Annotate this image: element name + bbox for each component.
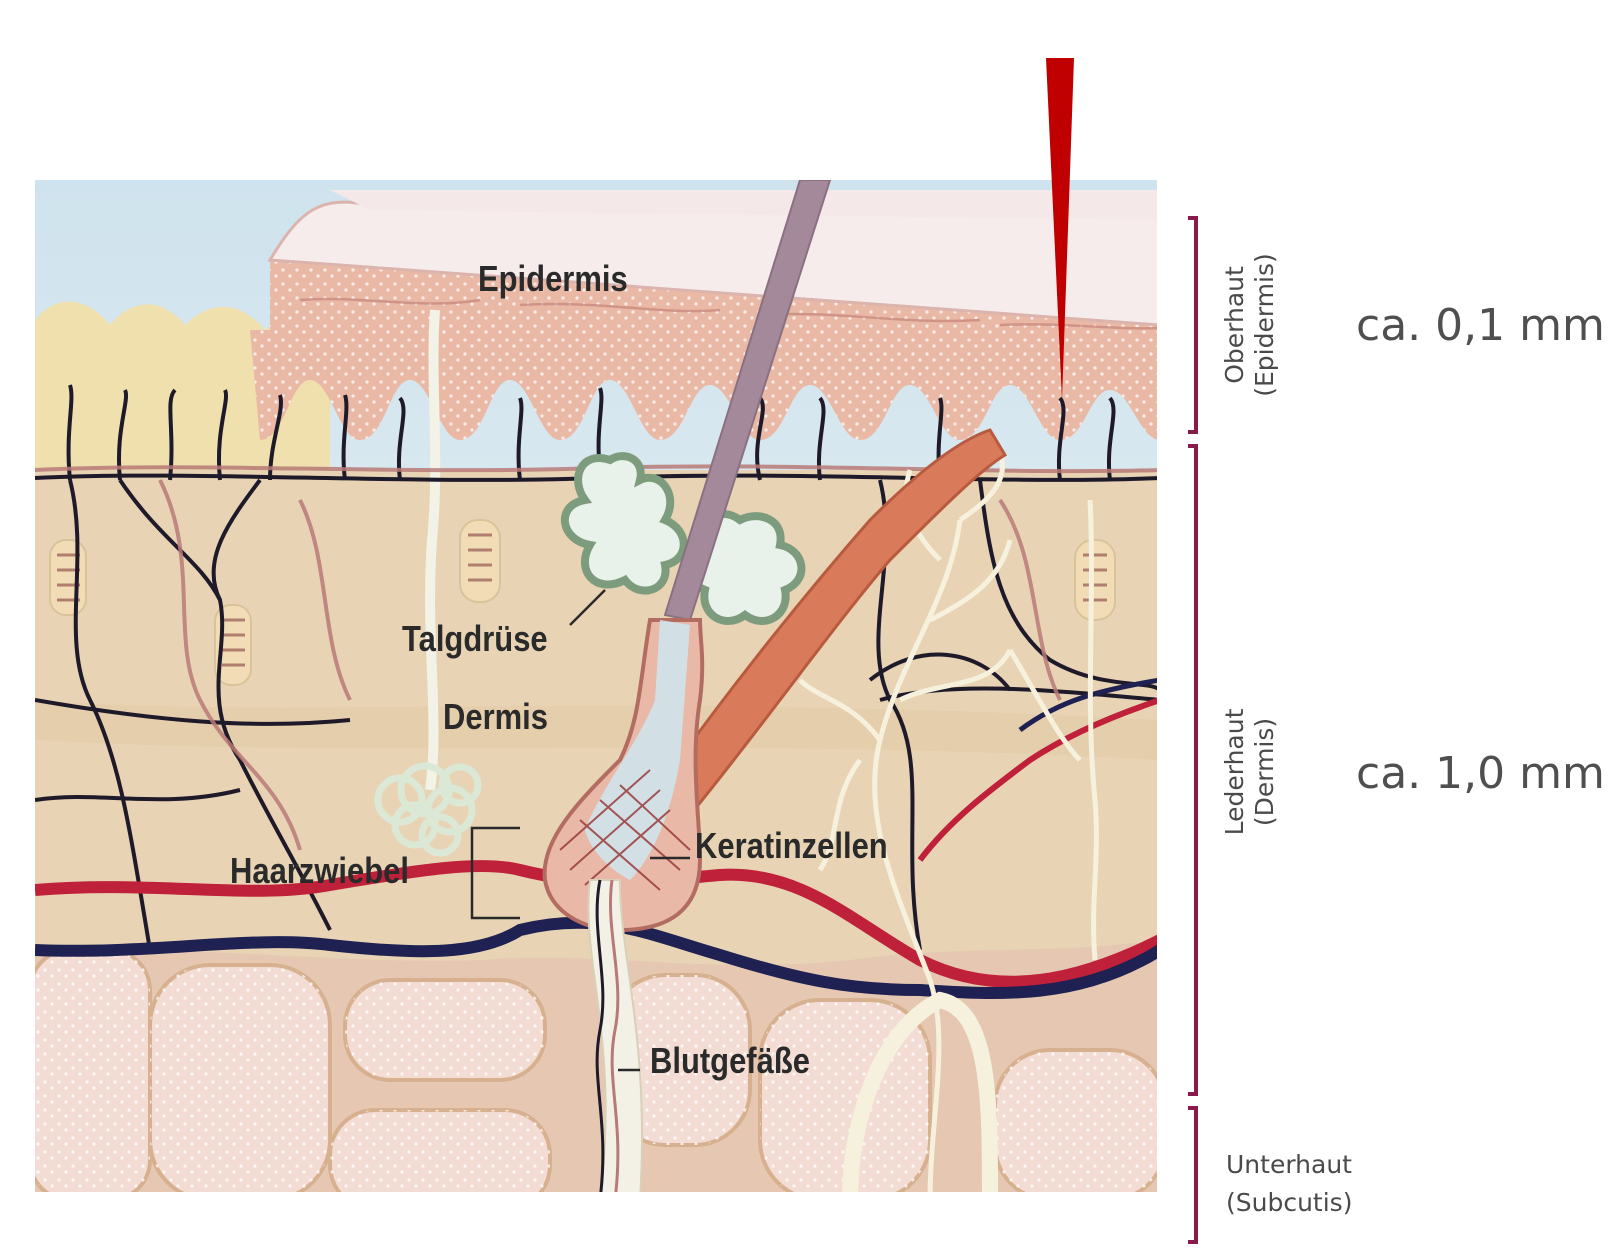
- label-leader-lines: [470, 589, 690, 1072]
- thickness-dermis: ca. 1,0 mm: [1356, 748, 1605, 799]
- layer-label-epidermis: Oberhaut (Epidermis): [1220, 253, 1279, 397]
- thickness-epidermis: ca. 0,1 mm: [1356, 300, 1605, 351]
- nerve-fibers: [798, 449, 1099, 1192]
- sweat-gland: [374, 762, 482, 857]
- red-pointer: [1046, 58, 1074, 400]
- label-blutgefaesse: Blutgefäße: [650, 1040, 810, 1081]
- label-epidermis: Epidermis: [478, 258, 628, 299]
- bracket-subcutis: [1188, 1106, 1198, 1244]
- label-haarzwiebel: Haarzwiebel: [230, 850, 409, 891]
- stratum-corneum: [267, 200, 1157, 327]
- layer-brackets: [1188, 216, 1198, 1244]
- label-dermis: Dermis: [443, 696, 548, 737]
- label-talgdruese: Talgdrüse: [402, 618, 548, 659]
- arrector-pili-muscle: [647, 428, 1008, 817]
- sensory-corpuscles: [49, 519, 1116, 686]
- layer-label-subcutis: Unterhaut (Subcutis): [1226, 1150, 1353, 1217]
- bracket-epidermis: [1188, 216, 1198, 434]
- label-keratinzellen: Keratinzellen: [695, 825, 888, 866]
- bracket-dermis: [1188, 444, 1198, 1096]
- layer-label-dermis: Lederhaut (Dermis): [1220, 708, 1279, 836]
- sweat-duct: [425, 309, 441, 791]
